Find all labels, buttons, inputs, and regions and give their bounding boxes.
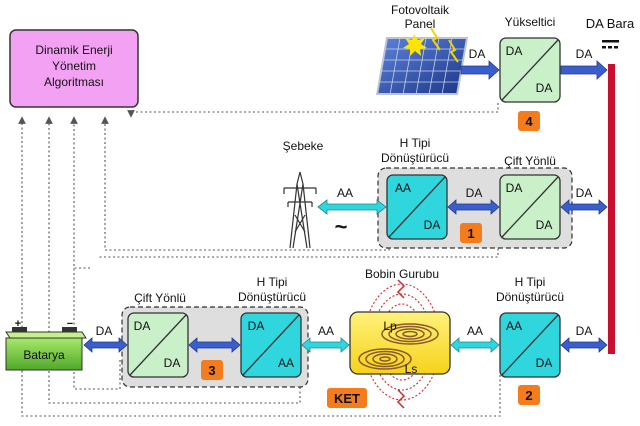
- right-hbridge-title-1: H Tipi: [515, 275, 546, 289]
- ket-badge: [327, 388, 367, 408]
- ems-box: Dinamik Enerji Yönetim Algoritması: [9, 29, 139, 108]
- control-lines: [18, 103, 501, 417]
- arrow-pv-boost: [460, 60, 500, 80]
- ems-line-1: Dinamik Enerji: [35, 43, 112, 57]
- grid-bidir-top: DA: [506, 181, 523, 195]
- link-label-bat: DA: [96, 324, 113, 338]
- right-hbridge-converter: H Tipi Dönüştürücü AA DA 2: [496, 275, 564, 405]
- battery-label: Batarya: [23, 348, 65, 362]
- sun-icon: [403, 34, 427, 56]
- arrow-hb2-bus: [560, 337, 608, 353]
- link-labels: DA DA AA DA DA DA AA AA DA: [96, 47, 593, 338]
- link-label-hb2-bus: DA: [576, 324, 593, 338]
- coil-ls-icon: [358, 348, 412, 370]
- pv-label-2: Panel: [405, 17, 436, 31]
- grid-bidir-title: Çift Yönlü: [504, 154, 556, 168]
- grid-hbridge-bottom: DA: [424, 218, 441, 232]
- badge-4-text: 4: [525, 114, 533, 129]
- coil-lp-label: Lp: [383, 319, 397, 333]
- pv-label-1: Fotovoltaik: [391, 3, 450, 17]
- badge-1: [460, 223, 482, 243]
- badge-4: [518, 111, 540, 131]
- dc-bus-bar: [608, 64, 615, 354]
- bat-hbridge-bottom: AA: [278, 356, 294, 370]
- dc-bus: DA Bara: [586, 16, 635, 354]
- arrow-bidir-hb: [188, 337, 241, 353]
- link-label-coil-hb2: AA: [467, 324, 483, 338]
- grid-bidir-bottom: DA: [536, 218, 553, 232]
- arrow-grid-hb1: [317, 199, 387, 215]
- link-label-hb-coil: AA: [318, 324, 334, 338]
- coil-ls-label: Ls: [405, 362, 418, 376]
- link-label-pv-boost: DA: [469, 47, 486, 61]
- coil-flux-top-icon: [396, 279, 406, 299]
- arrow-hb-coil: [301, 337, 350, 353]
- bat-hbridge-top: DA: [248, 319, 265, 333]
- coil-group: Bobin Gurubu Lp Ls KET: [327, 267, 451, 409]
- link-label-grid: AA: [337, 186, 353, 200]
- coil-lp-icon: [381, 323, 439, 345]
- right-hbridge-top: AA: [506, 319, 522, 333]
- right-hbridge-bottom: DA: [536, 356, 553, 370]
- power-arrows: [83, 60, 608, 353]
- battery-bidirectional-converter: Çift Yönlü DA DA 3: [127, 291, 223, 380]
- grid-bidirectional-converter: Çift Yönlü DA DA: [499, 154, 561, 240]
- arrow-bidir-bus: [560, 199, 608, 215]
- right-hbridge-title-2: Dönüştürücü: [496, 290, 564, 304]
- link-label-bidir-bus: DA: [576, 186, 593, 200]
- grid-hbridge-top: AA: [395, 181, 411, 195]
- bat-bidir-title: Çift Yönlü: [134, 291, 186, 305]
- coil-flux-bottom-icon: [396, 389, 406, 409]
- ems-line-2: Yönetim: [52, 59, 96, 73]
- grid-hbridge-converter: H Tipi Dönüştürücü AA DA 1: [381, 136, 482, 243]
- arrow-boost-bus: [560, 60, 608, 80]
- badge-2: [518, 385, 540, 405]
- badge-2-text: 2: [525, 388, 532, 403]
- grid-ac-symbol: ~: [335, 214, 348, 239]
- arrow-bat-bidir: [83, 337, 128, 353]
- control-line-ems-right: [18, 116, 501, 417]
- battery-icon: + − Batarya: [5, 318, 87, 371]
- lightning-icon-2: [448, 39, 459, 63]
- control-line-ems-hb: [45, 116, 301, 404]
- battery-plus: +: [15, 318, 21, 330]
- boost-converter: Yükseltici DA DA 4: [499, 15, 561, 131]
- coil-title: Bobin Gurubu: [365, 267, 439, 281]
- grid-hbridge-title-1: H Tipi: [400, 136, 431, 150]
- ems-line-3: Algoritması: [44, 75, 104, 89]
- lightning-icon: [430, 27, 441, 51]
- control-line-ems-bat: [70, 116, 121, 390]
- boost-title: Yükseltici: [505, 15, 556, 29]
- badge-3-text: 3: [208, 363, 215, 378]
- bat-hbridge-title-1: H Tipi: [257, 275, 288, 289]
- control-line-ems-bidir: [97, 244, 499, 258]
- pv-panel: Fotovoltaik Panel: [375, 3, 469, 95]
- grid-label: Şebeke: [283, 139, 324, 153]
- link-label-boost-bus: DA: [576, 47, 593, 61]
- grid-tower-icon: [283, 171, 317, 249]
- arrow-hb1-bidir: [447, 199, 500, 215]
- dc-bus-label: DA Bara: [586, 16, 635, 31]
- boost-top: DA: [506, 44, 523, 58]
- bat-hbridge-title-2: Dönüştürücü: [238, 290, 306, 304]
- battery-hbridge-converter: H Tipi Dönüştürücü DA AA: [238, 275, 306, 378]
- bat-bidir-top: DA: [134, 319, 151, 333]
- badge-1-text: 1: [467, 226, 474, 241]
- bat-bidir-bottom: DA: [164, 356, 181, 370]
- grid-hbridge-title-2: Dönüştürücü: [381, 151, 449, 165]
- link-label-hb1-bidir: DA: [466, 186, 483, 200]
- control-line-ems-grid: [101, 116, 390, 251]
- battery-minus: −: [67, 318, 73, 330]
- arrow-coil-hb2: [450, 337, 500, 353]
- ket-badge-text: KET: [334, 391, 360, 406]
- boost-bottom: DA: [536, 81, 553, 95]
- badge-3: [201, 360, 223, 380]
- control-line-ems-boost: [127, 103, 499, 118]
